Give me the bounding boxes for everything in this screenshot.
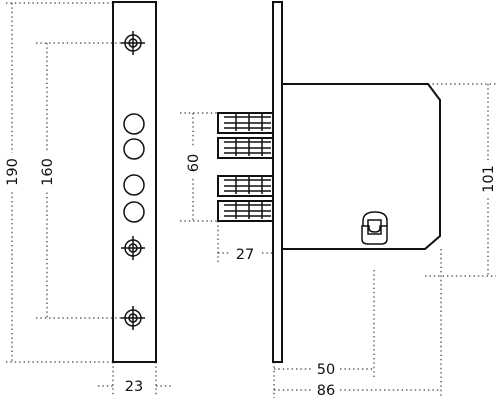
keyhole — [361, 225, 388, 245]
dimension-bolt-projection: 27 — [236, 247, 254, 263]
dimension-faceplate-height: 190 — [5, 158, 21, 186]
lock-side-view — [217, 1, 441, 363]
lock-case — [281, 83, 441, 250]
dimension-backset: 50 — [317, 362, 335, 378]
bolt-hole — [123, 174, 145, 196]
dimension-body-height: 101 — [481, 165, 497, 193]
faceplate-outline — [112, 1, 157, 363]
bolt — [217, 112, 274, 134]
bolts — [217, 112, 274, 222]
bolt — [217, 200, 274, 222]
bolt — [217, 137, 274, 159]
bolt-hole — [123, 138, 145, 160]
screw-hole-top — [121, 31, 145, 55]
bolt — [217, 175, 274, 197]
faceplate — [112, 1, 157, 363]
bolt-hole — [123, 113, 145, 135]
dimension-faceplate-width: 23 — [125, 379, 143, 395]
dimension-screw-spacing: 160 — [40, 158, 56, 186]
dimension-case-depth: 86 — [317, 383, 335, 399]
screw-hole-mid — [121, 236, 145, 260]
bolt-holes — [123, 113, 145, 223]
front-plate — [272, 1, 283, 363]
dimension-bolt-span: 60 — [186, 154, 202, 172]
bolt-hole — [123, 201, 145, 223]
screw-hole-bottom — [121, 306, 145, 330]
